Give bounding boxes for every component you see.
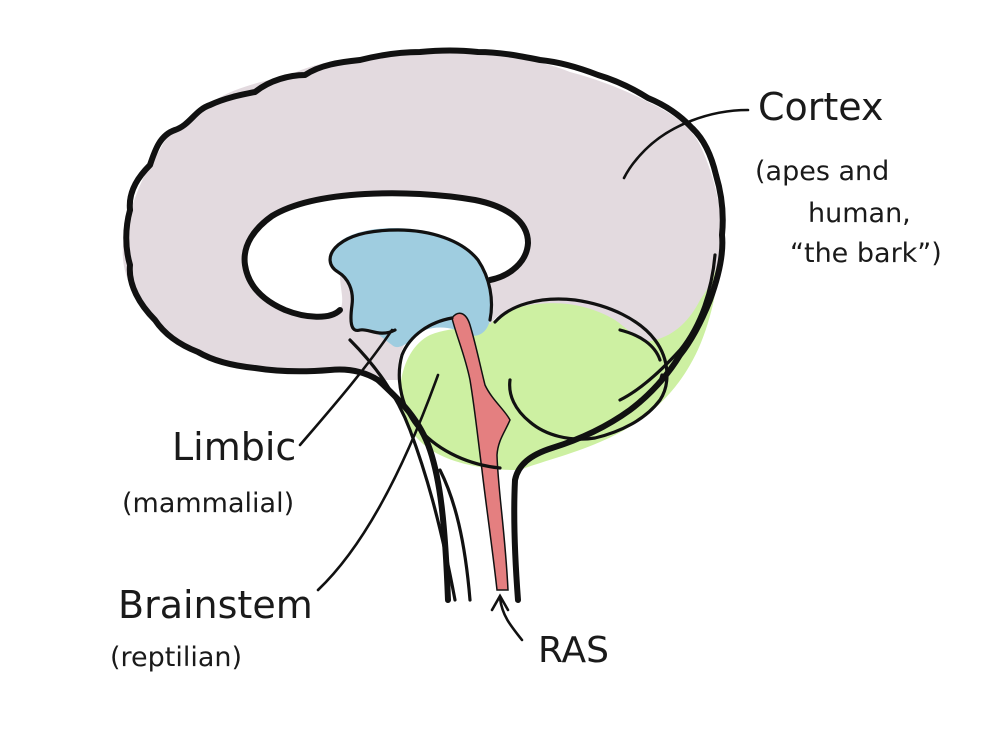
ventricle-area	[244, 192, 529, 317]
brainstem-leader-line	[316, 373, 440, 592]
limbic-outline	[328, 228, 494, 335]
brainstem-left-outline	[375, 377, 451, 603]
cortex-leader-line	[622, 108, 750, 180]
cerebellum-outline	[493, 297, 669, 441]
cortex-lower-outline	[123, 207, 381, 383]
cortex-note-line2: human,	[808, 198, 911, 229]
cortex-outline	[126, 47, 726, 603]
ventricle-outline	[241, 190, 531, 320]
brainstem-title: Brainstem	[118, 583, 313, 627]
limbic-title: Limbic	[172, 425, 296, 469]
cortex-note-line1: (apes and	[755, 156, 889, 187]
cerebellum-inner-edge	[618, 253, 717, 402]
ras-region	[451, 312, 511, 591]
cerebellum-fold	[618, 328, 664, 402]
brainstem-note: (reptilian)	[110, 642, 242, 673]
limbic-note: (mammalial)	[122, 488, 294, 519]
brainstem-mid-line	[348, 338, 457, 602]
cortex-note-line3: “the bark”)	[790, 238, 942, 269]
pons-outline	[397, 316, 502, 470]
limbic-leader-line	[298, 328, 394, 447]
brainstem-inner-line	[438, 468, 472, 602]
ras-arrow	[490, 593, 524, 642]
cortex-title: Cortex	[758, 85, 884, 129]
ras-title: RAS	[538, 630, 609, 671]
